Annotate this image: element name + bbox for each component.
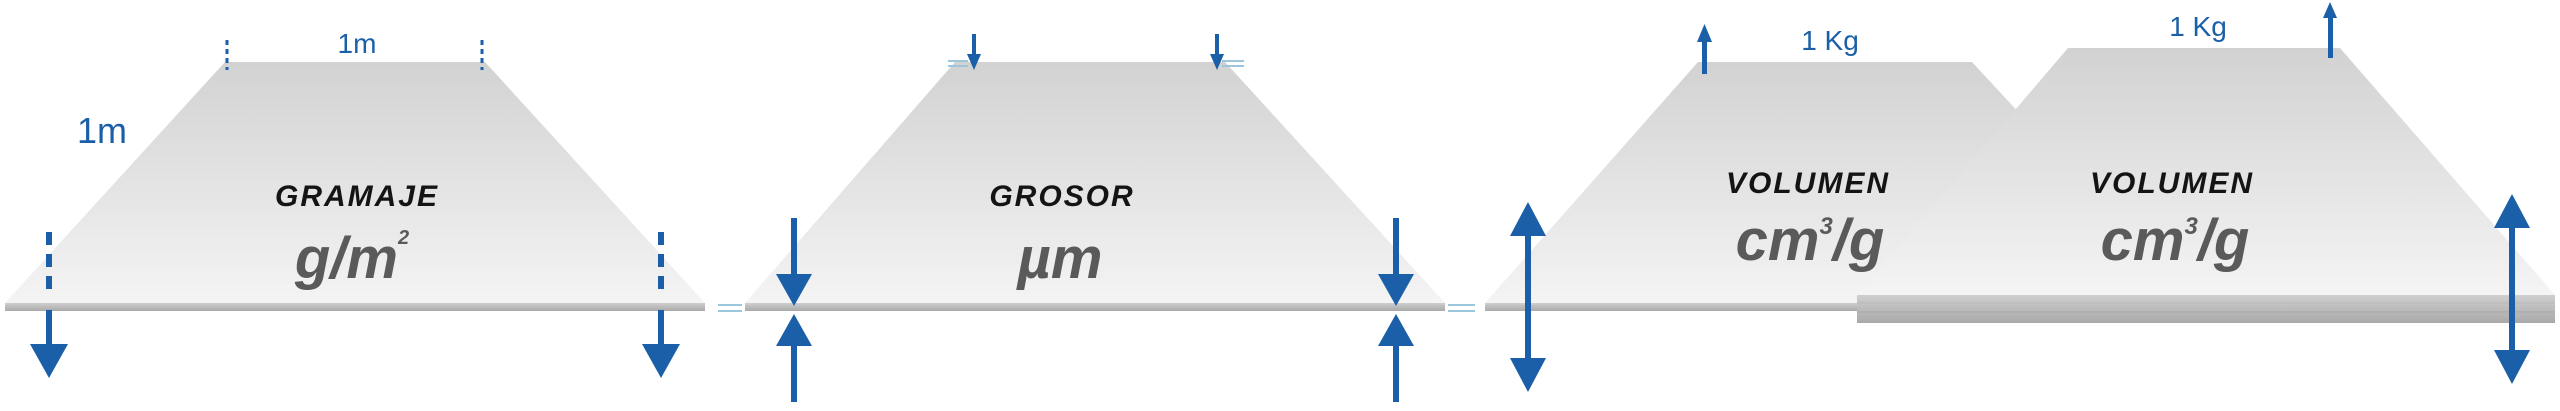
connector-2-3 [1448, 304, 1475, 312]
panel-title-volumen-front: VOLUMEN [2090, 167, 2254, 200]
double-arrow-left [1510, 202, 1546, 392]
mass-label-back: 1 Kg [1801, 25, 1859, 56]
unit-gramaje: g/m2 [294, 226, 409, 291]
panel-title-grosor: GROSOR [989, 180, 1134, 213]
panel-gramaje: 1m 1m GRAMAJE g/m2 [5, 28, 705, 378]
panel-title-volumen-back: VOLUMEN [1726, 167, 1890, 200]
thickness-arrows-left [776, 218, 812, 402]
small-down-arrow-left [948, 34, 981, 70]
unit-volumen-back: cm3/g [1736, 208, 1885, 273]
sheet-edge-grosor [745, 303, 1445, 311]
down-arrow-right-stem [658, 310, 664, 348]
sheet-edge-volumen-front [1857, 295, 2555, 323]
panel-grosor: GROSOR µm [745, 34, 1445, 402]
down-arrow-left-head [30, 344, 68, 378]
sheet-gramaje [5, 62, 705, 303]
sheet-edge-gramaje [5, 303, 705, 311]
up-arrow-mass-front [2323, 2, 2337, 58]
down-arrow-left-stem [46, 310, 52, 348]
sheet-edge-volumen-back [1485, 303, 2195, 311]
side-dimension-label: 1m [77, 110, 127, 151]
mass-label-front: 1 Kg [2169, 11, 2227, 42]
small-down-arrow-right [1210, 34, 1244, 70]
unit-grosor: µm [1016, 226, 1103, 291]
sheet-volumen-front [1857, 48, 2555, 295]
down-arrow-right-head [642, 344, 680, 378]
up-arrow-mass-back [1697, 24, 1712, 74]
thickness-arrows-right [1378, 218, 1414, 402]
top-dimension-label: 1m [338, 28, 377, 59]
panel-volumen: 1 Kg VOLUMEN cm3/g 1 Kg VOLUMEN cm3/g [1485, 2, 2555, 392]
connector-1-2 [718, 304, 742, 312]
double-arrow-right [2494, 194, 2530, 384]
sheet-grosor [745, 62, 1445, 303]
unit-volumen-front: cm3/g [2101, 208, 2250, 273]
panel-title-gramaje: GRAMAJE [275, 180, 439, 213]
